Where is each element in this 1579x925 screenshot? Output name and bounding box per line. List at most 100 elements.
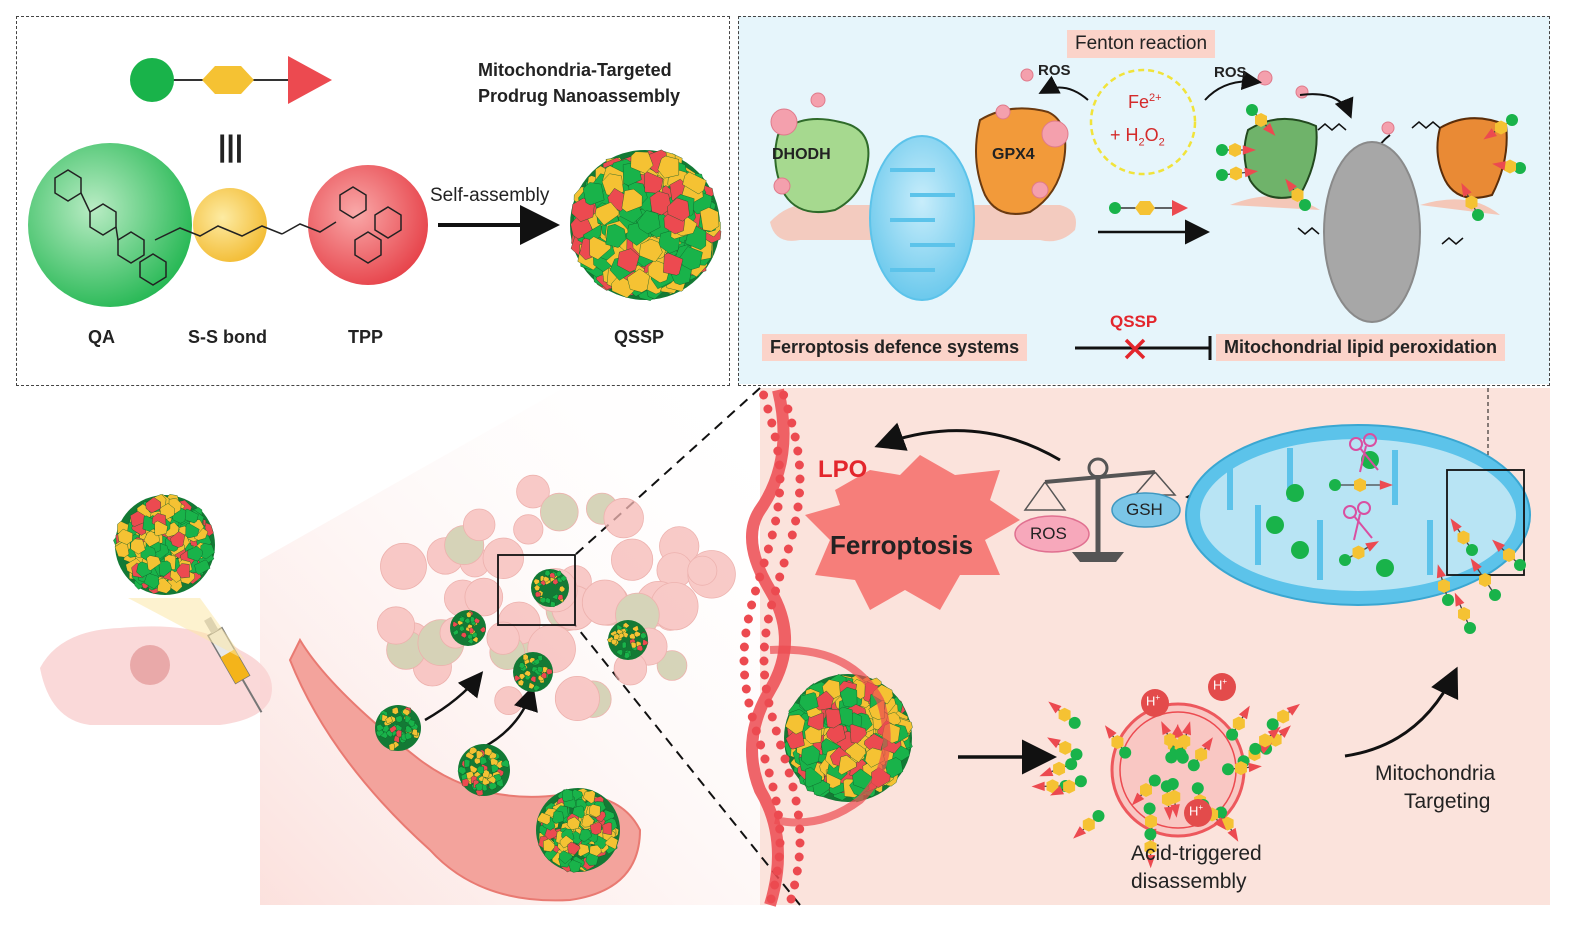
lipid-peroxidation-label: Mitochondrial lipid peroxidation	[1216, 334, 1505, 361]
qssp-molecule	[1160, 780, 1174, 821]
qssp-molecule	[1131, 774, 1161, 806]
defence-label: Ferroptosis defence systems	[762, 334, 1028, 361]
qssp-sphere-vessel-2	[457, 744, 510, 797]
ros-pill	[1014, 515, 1090, 553]
dhodh-label: DHODH	[772, 146, 831, 163]
qa-released	[1286, 484, 1304, 502]
inhibition-cross	[1124, 338, 1146, 360]
proton-label-2: H+	[1213, 677, 1228, 693]
qa-label: QA	[88, 327, 115, 347]
proton-1	[1141, 689, 1169, 717]
qssp-sphere-vessel-1	[375, 705, 421, 751]
qssp-molecule	[1454, 592, 1476, 634]
panel-b-graphics	[770, 68, 1526, 360]
qssp-molecule	[1104, 725, 1132, 759]
qssp-molecule	[1073, 810, 1105, 839]
ferroptosis-label: Ferroptosis	[830, 530, 974, 560]
panel-c-right	[739, 388, 1531, 907]
gpx4-label: GPX4	[992, 146, 1035, 163]
fenton-reaction-label: Fenton reaction	[1067, 30, 1216, 58]
ferroptosis-burst	[805, 455, 1020, 610]
acid-label-2: disassembly	[1131, 870, 1247, 893]
qssp-molecule	[1492, 539, 1526, 571]
qa-released	[1266, 516, 1284, 534]
proton-label-3: H+	[1189, 803, 1204, 819]
lpo-label: LPO	[818, 456, 868, 483]
zoom-box	[497, 554, 576, 626]
linker-icon	[202, 66, 254, 94]
qssp-molecule	[1470, 558, 1501, 601]
identity-symbol: |||	[218, 130, 244, 163]
qssp-molecule	[1174, 721, 1191, 760]
qssp-sphere-large	[570, 149, 722, 301]
qssp-molecule	[1048, 701, 1081, 729]
mouse-tumor	[130, 645, 170, 685]
qssp-sphere-tumor-3	[531, 569, 569, 608]
qssp-nanoassembly	[570, 149, 722, 301]
fenton-burst	[1089, 68, 1197, 176]
balance-scale	[1023, 457, 1177, 562]
ros-label-1: ROS	[1038, 62, 1071, 79]
ss-bond-label: S-S bond	[188, 327, 267, 347]
qssp-sphere-endocytosis	[783, 674, 913, 803]
tpp-icon	[288, 56, 332, 104]
qa-sphere	[28, 143, 192, 307]
qssp-label: QSSP	[614, 327, 665, 347]
tpp-label: TPP	[348, 327, 384, 347]
ss-sphere	[193, 188, 267, 262]
qssp-molecule	[1216, 143, 1256, 157]
qa-released	[1291, 541, 1309, 559]
qssp-molecule	[1329, 478, 1393, 492]
qssp-molecule	[1226, 705, 1250, 741]
qssp-sphere-tumor-1	[450, 610, 486, 646]
scissors-icon	[1349, 433, 1379, 473]
qssp-molecule	[1246, 104, 1276, 136]
qssp-molecule	[1461, 182, 1484, 221]
qssp-molecule	[1039, 758, 1078, 777]
ros-label-2: ROS	[1214, 64, 1247, 81]
qa-icon	[130, 58, 174, 102]
panel-a-title-2: Prodrug Nanoassembly	[478, 86, 681, 106]
mitochondrion-damaged	[1323, 141, 1421, 323]
qssp-sphere-vessel-3	[536, 788, 620, 873]
fe-label: Fe2+	[1128, 92, 1162, 112]
qssp-molecule	[1339, 541, 1379, 566]
panel-a-graphics	[28, 56, 722, 307]
qssp-inhibitor-label: QSSP	[1110, 312, 1158, 331]
scissors-icon	[1343, 501, 1373, 541]
self-assembly-label: Self-assembly	[430, 185, 550, 206]
qssp-molecule	[1249, 726, 1281, 755]
h2o2-label: + H2O2	[1110, 125, 1165, 149]
proton-label-1: H+	[1146, 693, 1161, 709]
panel-b-frame	[738, 16, 1550, 386]
qa-released	[1376, 559, 1394, 577]
mito-targeting-label-2: Targeting	[1404, 790, 1491, 813]
qssp-molecule	[1436, 564, 1454, 606]
tpp-sphere	[308, 165, 428, 285]
acid-label-1: Acid-triggered	[1131, 842, 1262, 865]
panel-a-frame	[16, 16, 730, 386]
ros-balance-label: ROS	[1030, 524, 1067, 543]
proton-2	[1208, 673, 1236, 701]
qssp-molecule	[1483, 114, 1518, 140]
mito-targeting-label-1: Mitochondria	[1375, 762, 1496, 785]
qssp-molecule	[1216, 166, 1258, 181]
gsh-balance-label: GSH	[1126, 500, 1163, 519]
panel-a-title-1: Mitochondria-Targeted	[478, 60, 672, 80]
qssp-molecule	[1266, 703, 1300, 731]
qssp-molecule	[1144, 828, 1157, 869]
qssp-sphere-tumor-4	[606, 620, 649, 660]
qssp-molecule	[1050, 775, 1087, 796]
qssp-molecule	[1187, 737, 1213, 772]
qssp-sphere-tumor-2	[513, 652, 553, 692]
qssp-molecule	[1450, 518, 1478, 556]
qssp-molecule	[1492, 159, 1526, 174]
qssp-molecule	[1047, 737, 1083, 761]
proton-3	[1184, 799, 1212, 827]
qssp-molecule	[1285, 178, 1311, 211]
qssp-sphere-injected	[113, 493, 215, 595]
gpx4-damaged	[1436, 117, 1508, 199]
cell-membrane	[746, 388, 791, 907]
